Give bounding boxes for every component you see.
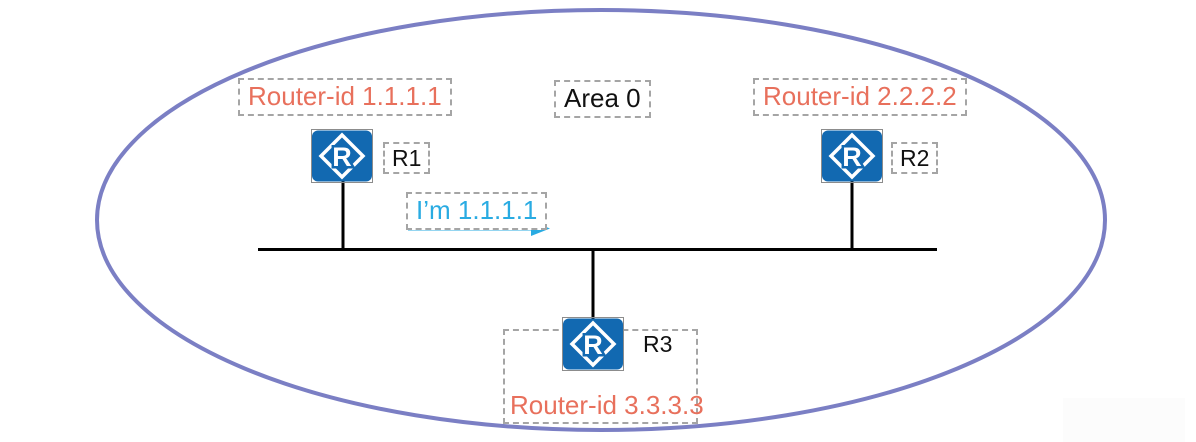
- icon-frame: [562, 317, 624, 371]
- hello-message-label: I’m 1.1.1.1: [406, 192, 548, 230]
- router-icon-body: [563, 318, 623, 370]
- router-diamond-icon: [569, 320, 617, 368]
- router-icon-body: [312, 130, 372, 182]
- router-icon-r2: R: [821, 129, 883, 183]
- router-icon-r3: R: [562, 317, 624, 371]
- router-id-label-r1: Router-id 1.1.1.1: [238, 78, 452, 116]
- router-icon-r1: R: [311, 129, 373, 183]
- area-label: Area 0: [554, 80, 651, 118]
- router-id-label-r3: Router-id 3.3.3.3: [510, 390, 704, 421]
- router-glyph: R: [583, 330, 603, 360]
- router-diamond-icon: [828, 132, 876, 180]
- router-diamond-icon: [318, 132, 366, 180]
- router-id-label-r2: Router-id 2.2.2.2: [753, 78, 967, 116]
- icon-frame: [311, 129, 373, 183]
- router-icon-body: [822, 130, 882, 182]
- icon-frame: [821, 129, 883, 183]
- router-name-label-r3: R3: [643, 331, 673, 357]
- router-name-label-r2: R2: [891, 142, 939, 175]
- router-glyph: R: [332, 142, 352, 172]
- router-name-label-r1: R1: [383, 142, 431, 175]
- router-r3-group-box: Router-id 3.3.3.3: [503, 329, 704, 424]
- router-glyph: R: [842, 142, 862, 172]
- area-boundary-ellipse: [95, 8, 1107, 432]
